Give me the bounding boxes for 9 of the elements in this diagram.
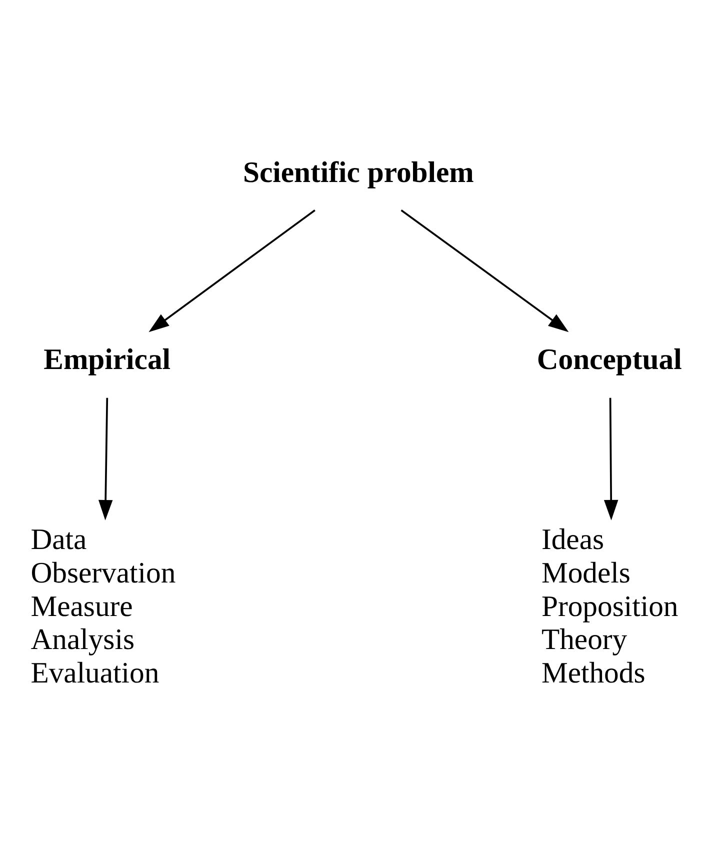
arrow bbox=[98, 397, 113, 520]
node-text: Conceptual bbox=[536, 344, 682, 376]
node-text: Empirical bbox=[44, 344, 171, 376]
node-text: Scientific problem bbox=[242, 156, 474, 188]
arrow bbox=[604, 397, 618, 520]
node-text: Data Observation Measure Analysis Evaluation bbox=[30, 524, 176, 690]
arrow bbox=[400, 208, 569, 332]
arrow bbox=[148, 208, 316, 332]
node-text: Ideas Models Proposition Theory Methods bbox=[541, 524, 678, 690]
